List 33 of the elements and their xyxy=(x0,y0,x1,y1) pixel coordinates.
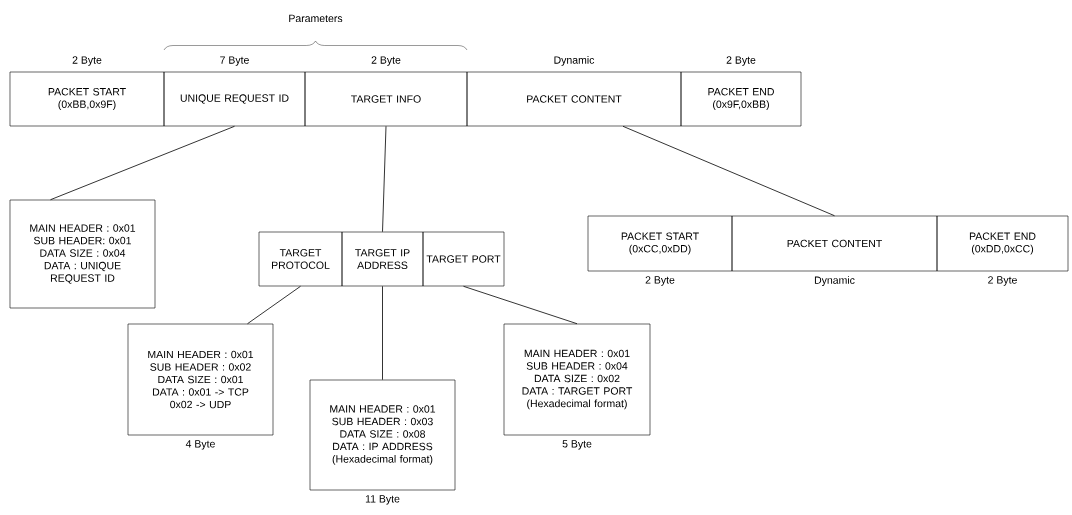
size-label: Dynamic xyxy=(554,56,595,66)
size-label: 11 Byte xyxy=(365,495,400,505)
connector-line xyxy=(463,285,578,325)
field-box: TARGET INFO xyxy=(304,71,468,127)
size-label: 2 Byte xyxy=(988,276,1017,286)
field-box: PACKET CONTENT xyxy=(466,71,682,127)
field-box: TARGET IP ADDRESS xyxy=(341,231,424,287)
field-box: TARGET PROTOCOL xyxy=(258,231,343,287)
field-box: PACKET CONTENT xyxy=(731,215,938,272)
field-box: TARGET PORT xyxy=(422,231,505,287)
connector-line xyxy=(247,285,301,325)
connector-line xyxy=(50,125,235,201)
connector-line xyxy=(382,125,387,233)
size-label: Dynamic xyxy=(814,276,855,286)
field-box: PACKET START (0xCC,0xDD) xyxy=(587,215,733,272)
size-label: 2 Byte xyxy=(645,276,675,286)
size-label: 2 Byte xyxy=(726,56,756,66)
size-label: 2 Byte xyxy=(72,56,102,66)
size-label: 5 Byte xyxy=(562,440,592,450)
group-label: Parameters xyxy=(289,14,343,23)
size-label: 7 Byte xyxy=(220,56,249,66)
field-box: PACKET END (0xDD,0xCC) xyxy=(936,215,1069,272)
field-box: UNIQUE REQUEST ID xyxy=(163,71,306,127)
field-box: PACKET END (0x9F,0xBB) xyxy=(680,71,802,127)
field-box: MAIN HEADER : 0x01 SUB HEADER : 0x04 DATA SIZE : 0x02 DATA : TARGET PORT (Hexadecimal format) xyxy=(503,323,651,436)
size-label: 4 Byte xyxy=(185,440,215,450)
size-label: 2 Byte xyxy=(371,56,401,66)
field-box: MAIN HEADER : 0x01 SUB HEADER : 0x02 DATA SIZE : 0x01 DATA : 0x01 -> TCP 0x02 -> UDP xyxy=(127,323,274,436)
field-box: MAIN HEADER : 0x01 SUB HEADER : 0x03 DATA SIZE : 0x08 DATA : IP ADDRESS (Hexadecimal format) xyxy=(309,379,456,491)
connector-line xyxy=(382,285,383,381)
field-box: PACKET START (0xBB,0x9F) xyxy=(9,71,165,127)
connector-line xyxy=(622,125,835,217)
field-box: MAIN HEADER : 0x01 SUB HEADER: 0x01 DATA SIZE : 0x04 DATA : UNIQUE REQUEST ID xyxy=(9,199,156,309)
